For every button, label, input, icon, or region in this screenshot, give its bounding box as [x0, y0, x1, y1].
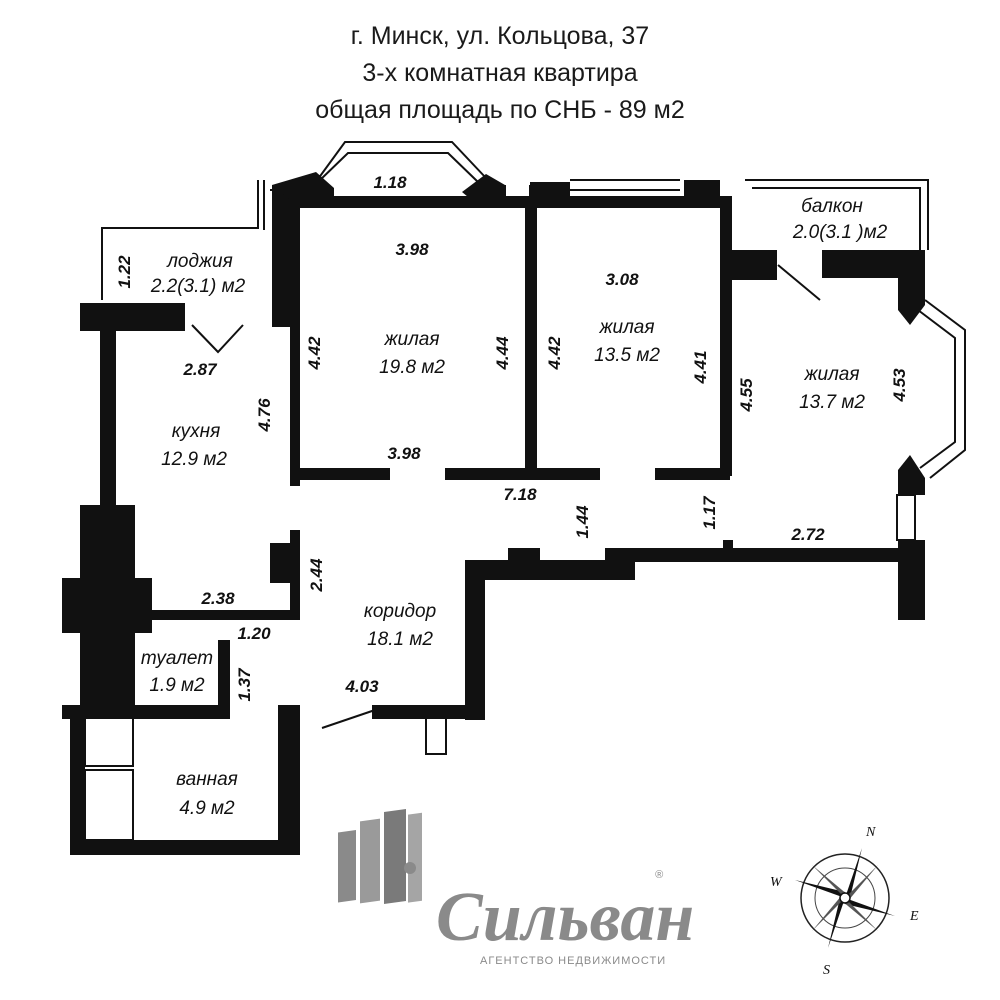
dim-2-44: 2.44 — [307, 558, 326, 593]
living3-area: 13.7 м2 — [799, 392, 865, 413]
dim-2-38: 2.38 — [200, 589, 235, 608]
wall-toilet-right — [218, 640, 230, 710]
wall-bath-right — [278, 705, 300, 855]
balcony-door — [777, 264, 821, 301]
dim-4-42-a: 4.42 — [305, 336, 324, 371]
wall-partition-1 — [525, 200, 537, 470]
wall-corridor-left — [290, 530, 300, 620]
wall-shaft-wide — [62, 578, 152, 633]
dim-1-18: 1.18 — [373, 173, 407, 192]
logo-name: Сильван — [436, 879, 694, 956]
dim-2-72: 2.72 — [790, 525, 825, 544]
dim-1-22: 1.22 — [115, 255, 134, 289]
wall-corridor-right — [465, 560, 485, 720]
wall-right-top — [898, 252, 925, 325]
walls — [62, 172, 925, 855]
logo-subtitle: АГЕНТСТВО НЕДВИЖИМОСТИ — [480, 955, 666, 967]
wall-living1-left — [290, 196, 300, 486]
wall-right-bay-bottom — [898, 455, 925, 495]
compass-n: N — [865, 825, 876, 840]
dim-1-44: 1.44 — [573, 505, 592, 539]
right-window-box — [896, 494, 916, 541]
dim-4-76: 4.76 — [255, 398, 274, 433]
wall-living1-bottom-right — [445, 468, 600, 480]
dim-4-03: 4.03 — [344, 677, 379, 696]
plan-header: г. Минск, ул. Кольцова, 37 3-х комнатная… — [0, 18, 1000, 129]
dim-4-42-b: 4.42 — [545, 336, 564, 371]
wall-bottom-right — [605, 548, 905, 562]
wall-pier-small — [723, 540, 733, 550]
corridor-area: 18.1 м2 — [367, 629, 433, 650]
dim-3-98-top: 3.98 — [395, 240, 429, 259]
bath-cubicle-upper — [84, 717, 134, 767]
flat-type-line: 3-х комнатная квартира — [362, 59, 638, 87]
logo-registered: ® — [655, 869, 664, 881]
agency-logo: Сильван ® АГЕНТСТВО НЕДВИЖИМОСТИ — [338, 808, 694, 967]
bath-area: 4.9 м2 — [179, 798, 235, 819]
dim-1-20: 1.20 — [237, 624, 271, 643]
balcony-outline — [745, 179, 929, 250]
compass-s: S — [823, 963, 830, 978]
bay-window-right-inner — [917, 309, 956, 469]
wall-corridor-top — [465, 560, 635, 580]
toilet-name: туалет — [141, 648, 213, 669]
wall-living2-bottom — [655, 468, 730, 480]
dim-4-55: 4.55 — [737, 378, 756, 413]
room-labels: лоджия 2.2(3.1) м2 жилая 19.8 м2 жилая 1… — [141, 196, 888, 819]
bay-window-right-outer — [924, 299, 966, 479]
living3-name: жилая — [803, 364, 859, 385]
loggia-name: лоджия — [166, 251, 233, 272]
entry-door — [321, 709, 376, 729]
dim-3-08: 3.08 — [605, 270, 639, 289]
balcony-name: балкон — [801, 196, 863, 217]
loggia-outline — [101, 180, 259, 300]
dim-2-87: 2.87 — [182, 360, 218, 379]
wall-toilet-bottom — [62, 705, 230, 719]
living2-name: жилая — [598, 317, 654, 338]
wall-living1-bottom-left — [290, 468, 390, 480]
total-area-line: общая площадь по СНБ - 89 м2 — [315, 96, 685, 124]
address-line: г. Минск, ул. Кольцова, 37 — [350, 22, 650, 50]
wall-partition-2 — [720, 196, 732, 476]
dim-7-18: 7.18 — [503, 485, 537, 504]
wall-top-living2 — [530, 196, 730, 208]
dim-4-41: 4.41 — [691, 350, 710, 384]
wall-balcony-left — [732, 250, 777, 280]
balcony-area: 2.0(3.1 )м2 — [792, 222, 888, 243]
living1-name: жилая — [383, 329, 439, 350]
corridor-name: коридор — [364, 601, 436, 622]
wall-kitchen-left — [100, 303, 116, 513]
wall-bath-left — [70, 705, 85, 855]
wall-pier-3 — [508, 548, 540, 568]
dim-4-53: 4.53 — [890, 368, 909, 403]
compass-rose-icon: N E S W — [770, 825, 919, 978]
living2-area: 13.5 м2 — [594, 345, 660, 366]
buildings-logo-icon — [338, 808, 422, 905]
bay-window-inner — [317, 152, 479, 183]
loggia-door — [191, 324, 244, 354]
dimension-labels: 1.18 3.98 3.08 1.22 4.42 4.44 4.42 4.41 … — [115, 173, 909, 702]
bath-name: ванная — [176, 769, 238, 790]
dim-3-98-bottom: 3.98 — [387, 444, 421, 463]
dim-1-17: 1.17 — [700, 495, 719, 530]
dim-4-44: 4.44 — [493, 336, 512, 371]
kitchen-name: кухня — [172, 421, 221, 442]
bath-cubicle-lower — [84, 769, 134, 841]
wall-bath-bottom — [70, 840, 300, 855]
toilet-area: 1.9 м2 — [149, 675, 205, 696]
compass-e: E — [909, 909, 919, 924]
living1-area: 19.8 м2 — [379, 357, 445, 378]
loggia-area: 2.2(3.1) м2 — [150, 276, 246, 297]
kitchen-area: 12.9 м2 — [161, 449, 227, 470]
wall-loggia — [80, 303, 185, 331]
balcony-inner — [752, 187, 921, 250]
wall-toilet-top — [135, 610, 300, 620]
wall-entry — [372, 705, 472, 719]
compass-w: W — [770, 875, 783, 890]
dim-1-37: 1.37 — [235, 667, 254, 702]
wall-top-living1 — [290, 196, 530, 208]
